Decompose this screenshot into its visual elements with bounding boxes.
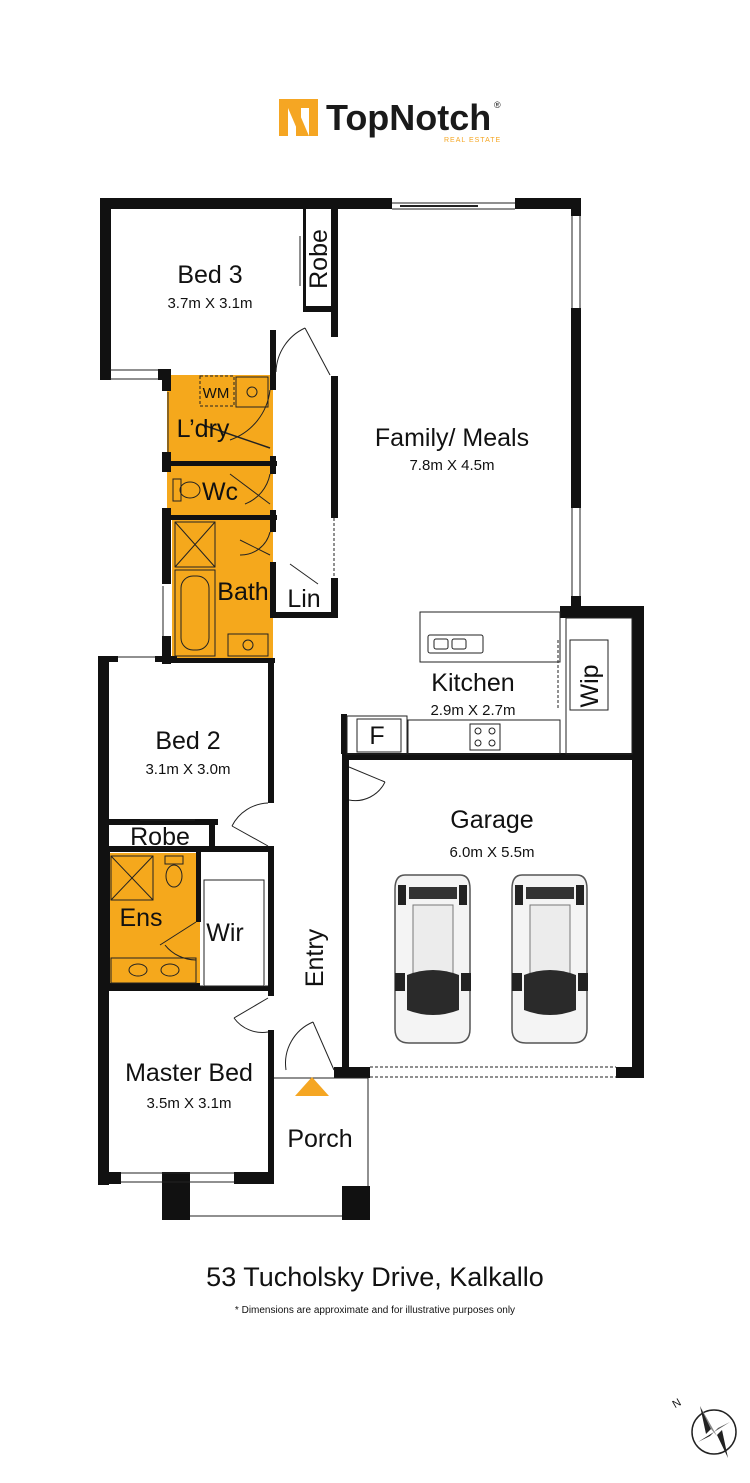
logo-registered: ® bbox=[494, 100, 501, 110]
room-size-garage: 6.0m X 5.5m bbox=[449, 844, 534, 861]
bath-fill bbox=[172, 520, 273, 658]
room-label-family: Family/ Meals bbox=[375, 424, 529, 452]
room-size-family: 7.8m X 4.5m bbox=[409, 457, 494, 474]
room-label-robe-bed2: Robe bbox=[130, 823, 190, 851]
property-address: 53 Tucholsky Drive, Kalkallo bbox=[206, 1262, 544, 1292]
logo-name: TopNotch bbox=[326, 97, 491, 138]
room-label-linen: Lin bbox=[287, 585, 320, 613]
walls bbox=[98, 198, 644, 1220]
wet-areas bbox=[110, 375, 273, 984]
room-label-master: Master Bed bbox=[125, 1059, 253, 1087]
room-label-ensuite: Ens bbox=[119, 904, 162, 932]
wc-fill bbox=[167, 466, 273, 515]
logo-mark bbox=[279, 99, 318, 136]
room-size-bed2: 3.1m X 3.0m bbox=[145, 761, 230, 778]
logo: TopNotch ® REAL ESTATE bbox=[279, 97, 501, 144]
room-label-kitchen: Kitchen bbox=[431, 669, 514, 697]
room-label-porch: Porch bbox=[287, 1125, 352, 1153]
room-label-bed2: Bed 2 bbox=[155, 727, 220, 755]
ensuite-fill bbox=[110, 853, 200, 984]
room-label-laundry: L’dry bbox=[177, 415, 230, 443]
room-label-garage: Garage bbox=[450, 806, 533, 834]
room-size-kitchen: 2.9m X 2.7m bbox=[430, 702, 515, 719]
room-size-bed3: 3.7m X 3.1m bbox=[167, 295, 252, 312]
room-size-master: 3.5m X 3.1m bbox=[146, 1095, 231, 1112]
room-label-robe-top: Robe bbox=[305, 229, 333, 289]
fixtures bbox=[110, 202, 633, 1217]
room-label-wir: Wir bbox=[206, 919, 243, 947]
room-label-wip: Wip bbox=[576, 664, 604, 707]
car-icon bbox=[394, 874, 471, 1044]
room-label-fridge: F bbox=[369, 722, 384, 750]
room-label-entry: Entry bbox=[301, 928, 329, 987]
compass-north-label: N bbox=[670, 1397, 683, 1411]
entry-arrow-icon bbox=[295, 1077, 329, 1096]
appliance-wm: WM bbox=[203, 385, 230, 402]
compass-icon: N bbox=[670, 1397, 737, 1458]
logo-tagline: REAL ESTATE bbox=[444, 137, 501, 144]
room-label-bed3: Bed 3 bbox=[177, 261, 242, 289]
car-icon bbox=[511, 874, 588, 1044]
room-label-bath: Bath bbox=[217, 578, 268, 606]
laundry-fill bbox=[167, 375, 273, 462]
disclaimer-text: * Dimensions are approximate and for ill… bbox=[234, 1305, 516, 1316]
room-label-wc: Wc bbox=[202, 478, 238, 506]
